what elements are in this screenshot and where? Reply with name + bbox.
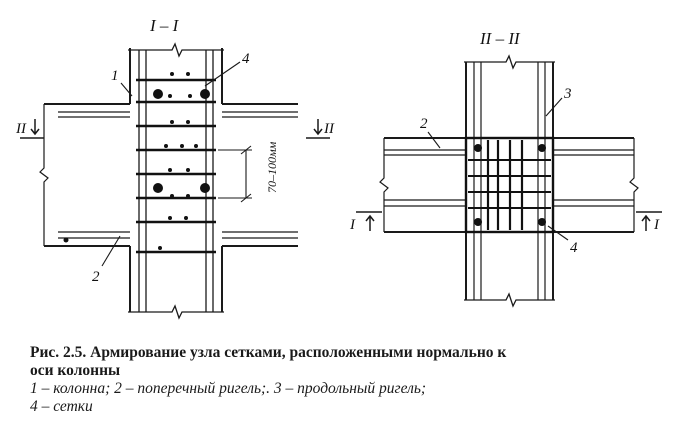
section-right-view: II – II [349,29,662,308]
leader-4-left [204,61,241,87]
mesh-plates [136,78,216,254]
leader-2-left [101,235,121,267]
leader-2-right [427,131,441,149]
beam-bottom-rebars [58,231,298,239]
label-4-left: 4 [242,51,250,67]
cut-mark-right-right [636,211,662,231]
column-top-break [128,42,224,58]
beam-left-break [39,104,49,246]
label-4-right: 4 [570,240,578,256]
dimension-label: 70–100мм [265,141,279,193]
mesh-cage [464,136,555,234]
cut-mark-right [306,119,330,139]
column-rebars [138,50,214,312]
section-left-view: I – I [15,16,335,320]
cut-mark-left-label: II [15,121,27,137]
section-right-title: II – II [479,29,521,48]
column-bottom-break-right [464,292,555,308]
rebar-dots [63,72,210,250]
caption-legend-line-1: 1 – колонна; 2 – поперечный ригель;. 3 –… [30,380,427,397]
label-2-right: 2 [420,116,428,132]
beam-top-rebars [58,111,298,118]
cut-mark-left-right [356,211,382,231]
cut-mark-I-left-label: I [349,217,356,233]
leader-4-right [547,225,569,241]
column-walls-right [465,62,554,300]
leader-3 [545,97,563,117]
beam-right-break-right [629,138,639,232]
caption-legend-line-2: 4 – сетки [30,398,93,415]
dimension-line [218,145,252,203]
column-top-break-right [464,54,555,70]
label-1: 1 [111,68,119,84]
column-walls [129,48,223,312]
cut-mark-right-label: II [323,121,335,137]
section-left-title: I – I [149,16,180,35]
label-2-left: 2 [92,269,100,285]
cut-mark-left [20,119,44,139]
beam-left-break-right [379,138,389,232]
label-3: 3 [563,86,572,102]
cut-mark-I-right-label: I [653,217,660,233]
beam-rebars-right [384,149,634,207]
figure-caption: Рис. 2.5. Армирование узла сетками, расп… [30,344,660,416]
leader-1 [120,82,133,97]
column-bottom-break [128,304,224,320]
caption-title-line-1: Рис. 2.5. Армирование узла сетками, расп… [30,344,507,361]
caption-title-line-2: оси колонны [30,362,121,379]
column-rebars-right [473,62,546,300]
rebar-dots-right [474,144,546,226]
